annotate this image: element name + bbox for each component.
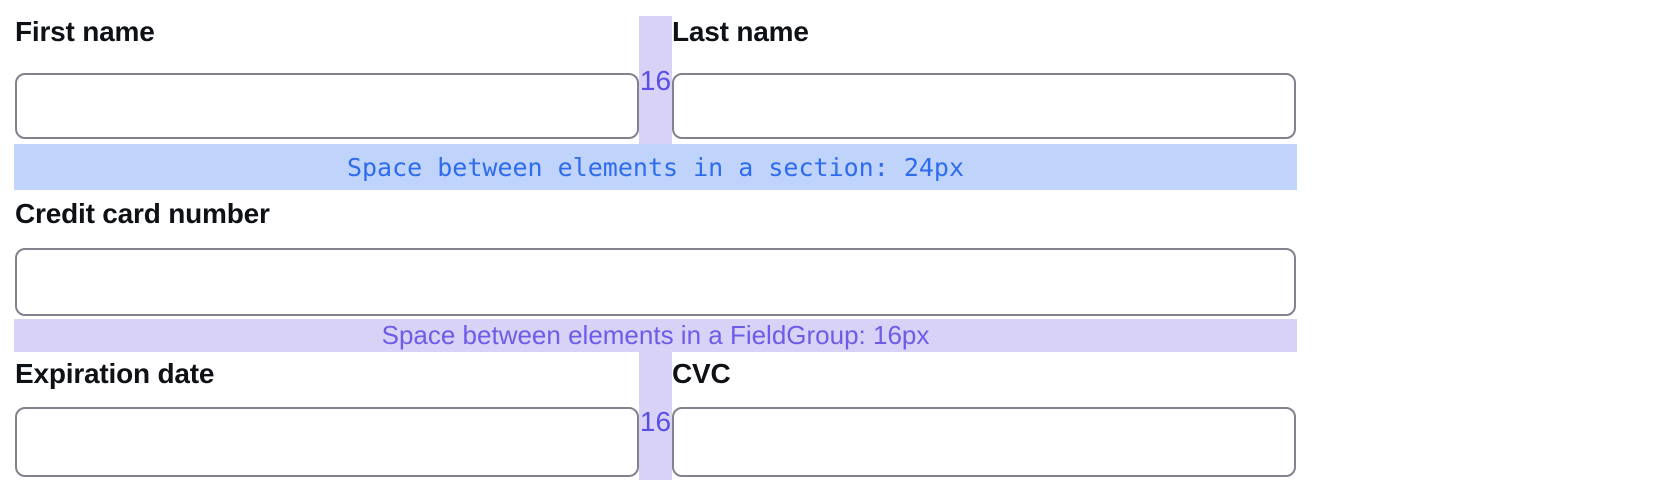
column-gap-indicator-bottom: 16 [639,352,672,480]
expiration-date-field: Expiration date [15,358,639,477]
card-details-row: Expiration date 16 CVC [15,352,1296,480]
last-name-label: Last name [672,16,809,47]
first-name-input[interactable] [15,73,639,139]
cvc-input[interactable] [672,407,1296,477]
first-name-field: First name [15,16,639,139]
column-gap-value-bottom: 16 [639,406,672,437]
first-name-label: First name [15,16,155,47]
cvc-field: CVC [672,358,1296,477]
cvc-label: CVC [672,358,731,389]
column-gap-value-top: 16 [639,65,672,96]
credit-card-field: Credit card number [15,198,1296,316]
last-name-input[interactable] [672,73,1296,139]
credit-card-label: Credit card number [15,198,270,229]
fieldgroup-spacing-bar: Space between elements in a FieldGroup: … [14,319,1297,352]
last-name-field: Last name [672,16,1296,139]
name-field-row: First name 16 Last name [15,16,1296,144]
form-content: First name 16 Last name Space between el… [14,16,1297,480]
expiration-date-input[interactable] [15,407,639,477]
expiration-date-label: Expiration date [15,358,215,389]
credit-card-input[interactable] [15,248,1296,316]
column-gap-indicator-top: 16 [639,16,672,144]
section-spacing-bar: Space between elements in a section: 24p… [14,144,1297,190]
